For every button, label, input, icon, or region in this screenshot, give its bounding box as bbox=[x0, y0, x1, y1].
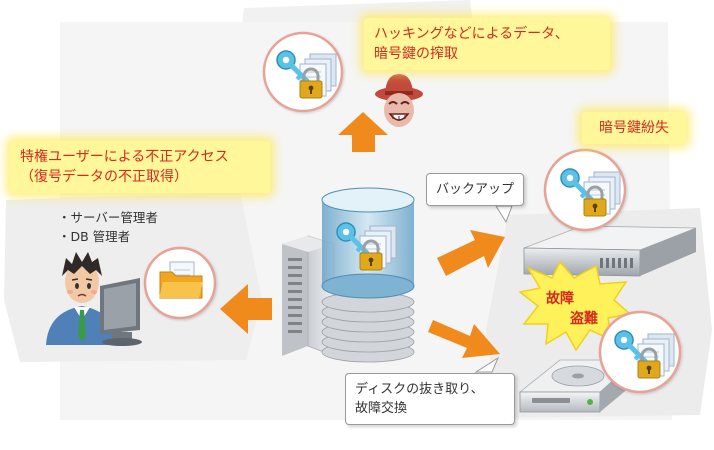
disk-removal-bubble: ディスクの抜き取り、 故障交換 bbox=[345, 373, 515, 425]
arrow-to-rack bbox=[437, 230, 505, 276]
folder-icon bbox=[159, 261, 203, 299]
hacking-callout: ハッキングなどによるデータ、 暗号鍵の搾取 bbox=[364, 18, 610, 70]
lost-key-circle bbox=[543, 148, 627, 232]
insider-callout: 特権ユーザーによる不正アクセス （復号データの不正取得） bbox=[10, 141, 270, 193]
admin-item-server: ・サーバー管理者 bbox=[58, 210, 158, 225]
disk-bubble-tail bbox=[474, 356, 500, 373]
hacker-icon bbox=[375, 74, 423, 127]
arrow-left bbox=[220, 284, 272, 334]
rack-server-icon bbox=[523, 225, 697, 277]
backup-bubble: バックアップ bbox=[426, 173, 525, 206]
key-lost-callout: 暗号鍵紛失 bbox=[582, 112, 686, 144]
admin-item-db: ・DB 管理者 bbox=[58, 229, 131, 244]
folder-circle bbox=[143, 246, 217, 320]
monitor-icon bbox=[100, 278, 142, 346]
disk-key-circle bbox=[598, 310, 682, 394]
backup-bubble-tail bbox=[495, 205, 513, 224]
arrow-up bbox=[338, 112, 388, 152]
burst-label-theft: 盗難 bbox=[570, 311, 598, 327]
database-icon bbox=[321, 187, 415, 363]
burst-label-failure: 故障 bbox=[546, 291, 574, 307]
arrow-to-disk bbox=[428, 320, 500, 358]
stolen-key-circle bbox=[262, 31, 344, 113]
admin-list: ・サーバー管理者 ・DB 管理者 bbox=[58, 208, 158, 246]
